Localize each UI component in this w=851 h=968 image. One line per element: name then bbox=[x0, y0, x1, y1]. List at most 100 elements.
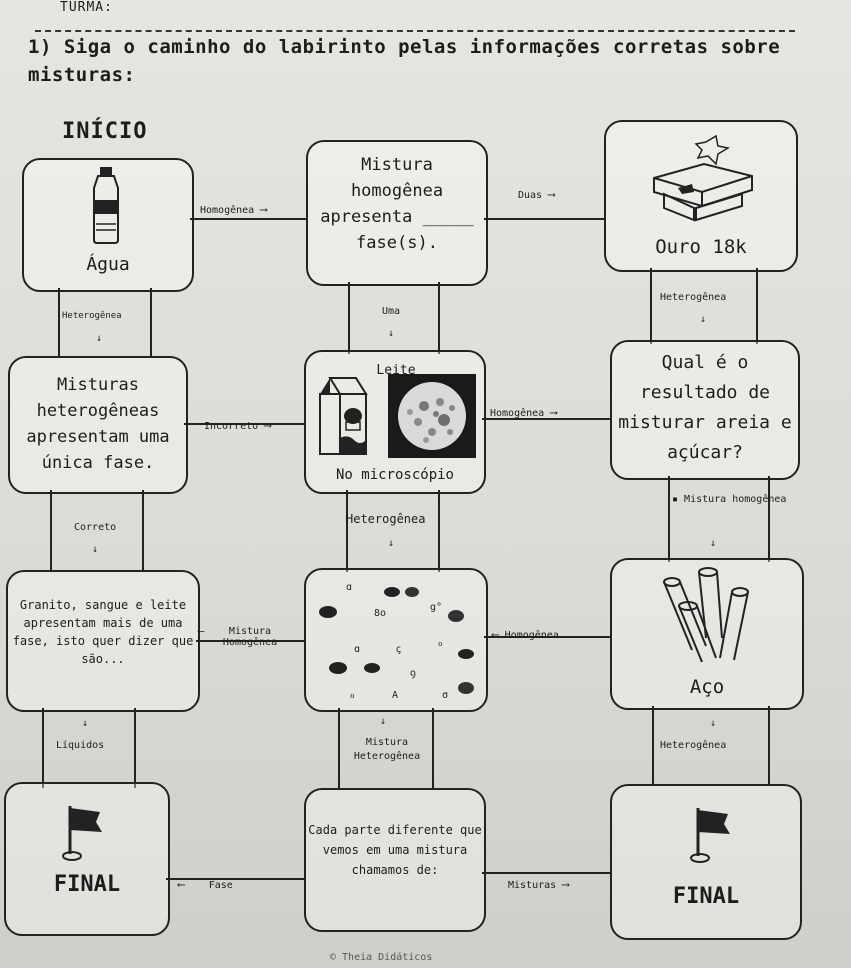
vconn-leite-right bbox=[438, 490, 440, 572]
connector-heterogeneas-leite bbox=[184, 423, 306, 425]
leite-caption: No microscópio bbox=[335, 467, 454, 483]
question-text: 1) Siga o caminho do labirinto pelas inf… bbox=[28, 36, 781, 86]
gold-bars-icon bbox=[653, 134, 753, 222]
microscope-view bbox=[388, 374, 476, 458]
vconn-leite-left bbox=[346, 490, 348, 572]
vconn-granito-left bbox=[42, 708, 44, 788]
connector-mistura-aco bbox=[484, 636, 612, 638]
connector-agua-mistura bbox=[190, 218, 308, 220]
box-final-left: FINAL bbox=[4, 782, 170, 936]
label-liquidos: Líquidos bbox=[56, 740, 105, 751]
water-bottle-icon bbox=[93, 167, 119, 244]
misturas-heterogeneas-text: Misturas heterogêneas apresentam uma úni… bbox=[26, 375, 170, 473]
granito-text: Granito, sangue e leite apresentam mais … bbox=[12, 598, 194, 666]
label-mistura-homogenea-1: ▪ Mistura homogênea bbox=[672, 494, 787, 505]
label-homogenea-1: Homogênea ⟶ bbox=[200, 203, 267, 216]
box-final-right: FINAL bbox=[610, 784, 802, 940]
connector-mistura-ouro bbox=[484, 218, 606, 220]
arrow-down-1: ↓ bbox=[96, 333, 103, 344]
label-mistura-heterogenea: Mistura Heterogênea bbox=[353, 737, 421, 762]
arrow-down-5: ↓ bbox=[388, 538, 395, 549]
vconn-blood-left bbox=[338, 708, 340, 790]
vconn-agua-left bbox=[58, 288, 60, 358]
connector-leite-areia bbox=[482, 418, 612, 420]
vconn-aco-left bbox=[652, 706, 654, 786]
milk-carton-icon bbox=[319, 377, 368, 455]
arrow-down-9: ↓ bbox=[710, 718, 717, 729]
label-mistura-homogenea-2: Mistura Homogênea bbox=[222, 626, 278, 648]
vconn-areia-right bbox=[768, 476, 770, 562]
label-misturas: Misturas ⟶ bbox=[508, 878, 569, 891]
label-heterogenea-3: Heterogênea bbox=[346, 512, 426, 526]
label-heterogenea-2: Heterogênea bbox=[660, 292, 727, 303]
vconn-het-right bbox=[142, 490, 144, 570]
connector-granito-mistura bbox=[196, 640, 306, 642]
svg-text:ℴ: ℴ bbox=[350, 690, 355, 701]
label-homogenea-2: Homogênea ⟶ bbox=[490, 406, 557, 419]
box-areia-acucar: Qual é o resultado de misturar areia e a… bbox=[610, 340, 800, 480]
label-homogenea-3: ⟵ Homogênea bbox=[492, 628, 559, 641]
label-heterogenea-4: Heterogênea bbox=[660, 740, 727, 751]
footer-credit: © Theia Didáticos bbox=[330, 952, 433, 963]
vconn-aco-right bbox=[768, 706, 770, 786]
box-agua: Água bbox=[22, 158, 194, 292]
agua-text: Água bbox=[86, 254, 130, 275]
steel-tubes-icon bbox=[663, 567, 749, 663]
vconn-ouro-left bbox=[650, 268, 652, 344]
milk-microscope-icon bbox=[398, 382, 466, 450]
vconn-blood-right bbox=[432, 708, 434, 790]
box-blood-cells: ɑ 8o g° ɑ ꞔ ℴ ꝯ ℴ A σ bbox=[304, 568, 488, 712]
connector-final-cada bbox=[166, 878, 306, 880]
final-left-text: FINAL bbox=[53, 872, 121, 897]
label-uma: Uma bbox=[382, 306, 401, 317]
aco-text: Aço bbox=[689, 676, 725, 698]
box-aco: Aço bbox=[610, 558, 804, 710]
label-correto: Correto bbox=[74, 522, 117, 533]
header-divider bbox=[35, 30, 795, 32]
vconn-areia-left bbox=[668, 476, 670, 562]
vconn-ouro-right bbox=[756, 268, 758, 344]
final-right-text: FINAL bbox=[672, 884, 740, 909]
label-fase: ⟵ Fase bbox=[178, 878, 233, 891]
flag-icon bbox=[690, 808, 730, 863]
svg-text:ɑ: ɑ bbox=[346, 582, 352, 593]
blood-cells-icon: ɑ 8o g° ɑ ꞔ ℴ ꝯ ℴ A σ bbox=[319, 582, 474, 701]
box-ouro: Ouro 18k bbox=[604, 120, 798, 272]
svg-text:ꞔ: ꞔ bbox=[396, 644, 401, 655]
arrow-down-3: ↓ bbox=[700, 314, 707, 325]
vconn-granito-right bbox=[134, 708, 136, 788]
svg-text:A: A bbox=[392, 690, 398, 701]
box-granito: Granito, sangue e leite apresentam mais … bbox=[6, 570, 200, 712]
label-incorreto: Incorreto ⟶ bbox=[204, 419, 271, 432]
areia-acucar-text: Qual é o resultado de misturar areia e a… bbox=[618, 352, 792, 463]
arrow-down-4: ↓ bbox=[92, 544, 99, 555]
box-misturas-heterogeneas: Misturas heterogêneas apresentam uma úni… bbox=[8, 356, 188, 494]
arrow-down-2: ↓ bbox=[388, 328, 395, 339]
arrow-down-8: ↓ bbox=[380, 716, 387, 727]
box-mistura-homogenea: Mistura homogênea apresenta _____ fase(s… bbox=[306, 140, 488, 286]
cada-parte-text: Cada parte diferente que vemos em uma mi… bbox=[308, 823, 482, 877]
turma-label: TURMA: bbox=[60, 0, 113, 15]
arrow-left-1: ⟵ bbox=[198, 626, 205, 637]
arrow-down-6: ↓ bbox=[710, 538, 717, 549]
flag-icon bbox=[62, 806, 102, 861]
vconn-mistura-left bbox=[348, 282, 350, 354]
label-heterogenea-1: Heterogênea bbox=[62, 311, 122, 321]
svg-text:ɑ: ɑ bbox=[354, 644, 360, 655]
svg-text:8o: 8o bbox=[374, 608, 386, 619]
connector-cada-final bbox=[482, 872, 612, 874]
svg-text:ℴ: ℴ bbox=[438, 638, 443, 649]
start-label: INÍCIO bbox=[62, 119, 148, 144]
vconn-het-left bbox=[50, 490, 52, 570]
mistura-homogenea-text: Mistura homogênea apresenta _____ fase(s… bbox=[320, 155, 474, 253]
ouro-text: Ouro 18k bbox=[655, 236, 747, 258]
svg-text:σ: σ bbox=[442, 690, 448, 701]
box-cada-parte: Cada parte diferente que vemos em uma mi… bbox=[304, 788, 486, 932]
svg-text:ꝯ: ꝯ bbox=[410, 668, 416, 679]
vconn-agua-right bbox=[150, 288, 152, 358]
label-duas: Duas ⟶ bbox=[518, 188, 555, 201]
arrow-down-7: ↓ bbox=[82, 718, 89, 729]
vconn-mistura-right bbox=[438, 282, 440, 354]
box-leite: Leite No microscópio bbox=[304, 350, 486, 494]
